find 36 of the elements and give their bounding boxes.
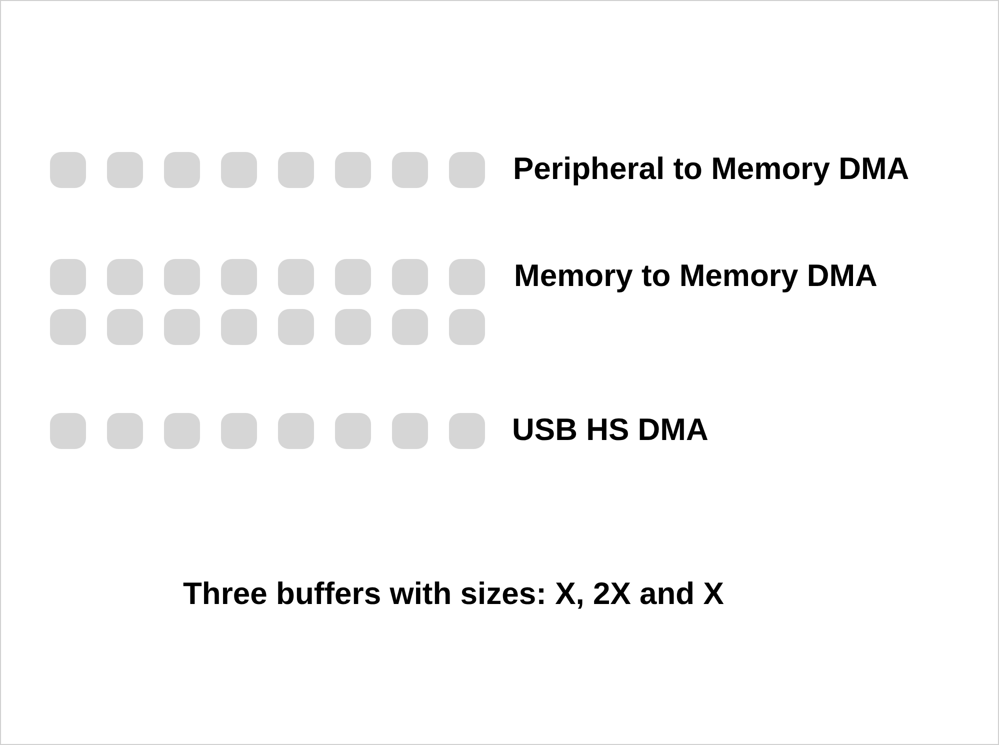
buffer-slot (221, 259, 257, 295)
buffer-slot (107, 259, 143, 295)
buffer-slot (50, 259, 86, 295)
buffer-slot (392, 259, 428, 295)
buffer-slot (164, 152, 200, 188)
buffer-slot (392, 309, 428, 345)
buffer-slot (221, 152, 257, 188)
buffer-label: USB HS DMA (512, 412, 708, 448)
buffer-slot (449, 309, 485, 345)
buffer-slot (449, 152, 485, 188)
buffer-slot (278, 259, 314, 295)
buffer-slot (50, 152, 86, 188)
buffer-slot (164, 259, 200, 295)
buffer-slot (335, 152, 371, 188)
buffer-slot (335, 259, 371, 295)
buffer-slot (164, 413, 200, 449)
buffer-slot (449, 259, 485, 295)
caption: Three buffers with sizes: X, 2X and X (183, 576, 724, 612)
buffer-slot (221, 309, 257, 345)
buffer-slot (278, 413, 314, 449)
buffer-slot (50, 309, 86, 345)
buffer-label: Peripheral to Memory DMA (513, 151, 910, 187)
buffer-slot (449, 413, 485, 449)
buffer-slot (335, 413, 371, 449)
buffer-slot (335, 309, 371, 345)
buffer-slot (278, 152, 314, 188)
buffer-label: Memory to Memory DMA (514, 258, 878, 294)
buffer-slot (50, 413, 86, 449)
buffer-slot (107, 309, 143, 345)
buffer-slot (107, 413, 143, 449)
buffer-slot (392, 152, 428, 188)
buffer-slot (392, 413, 428, 449)
buffer-slot (278, 309, 314, 345)
buffer-slot (107, 152, 143, 188)
buffer-slot (221, 413, 257, 449)
buffer-slot (164, 309, 200, 345)
